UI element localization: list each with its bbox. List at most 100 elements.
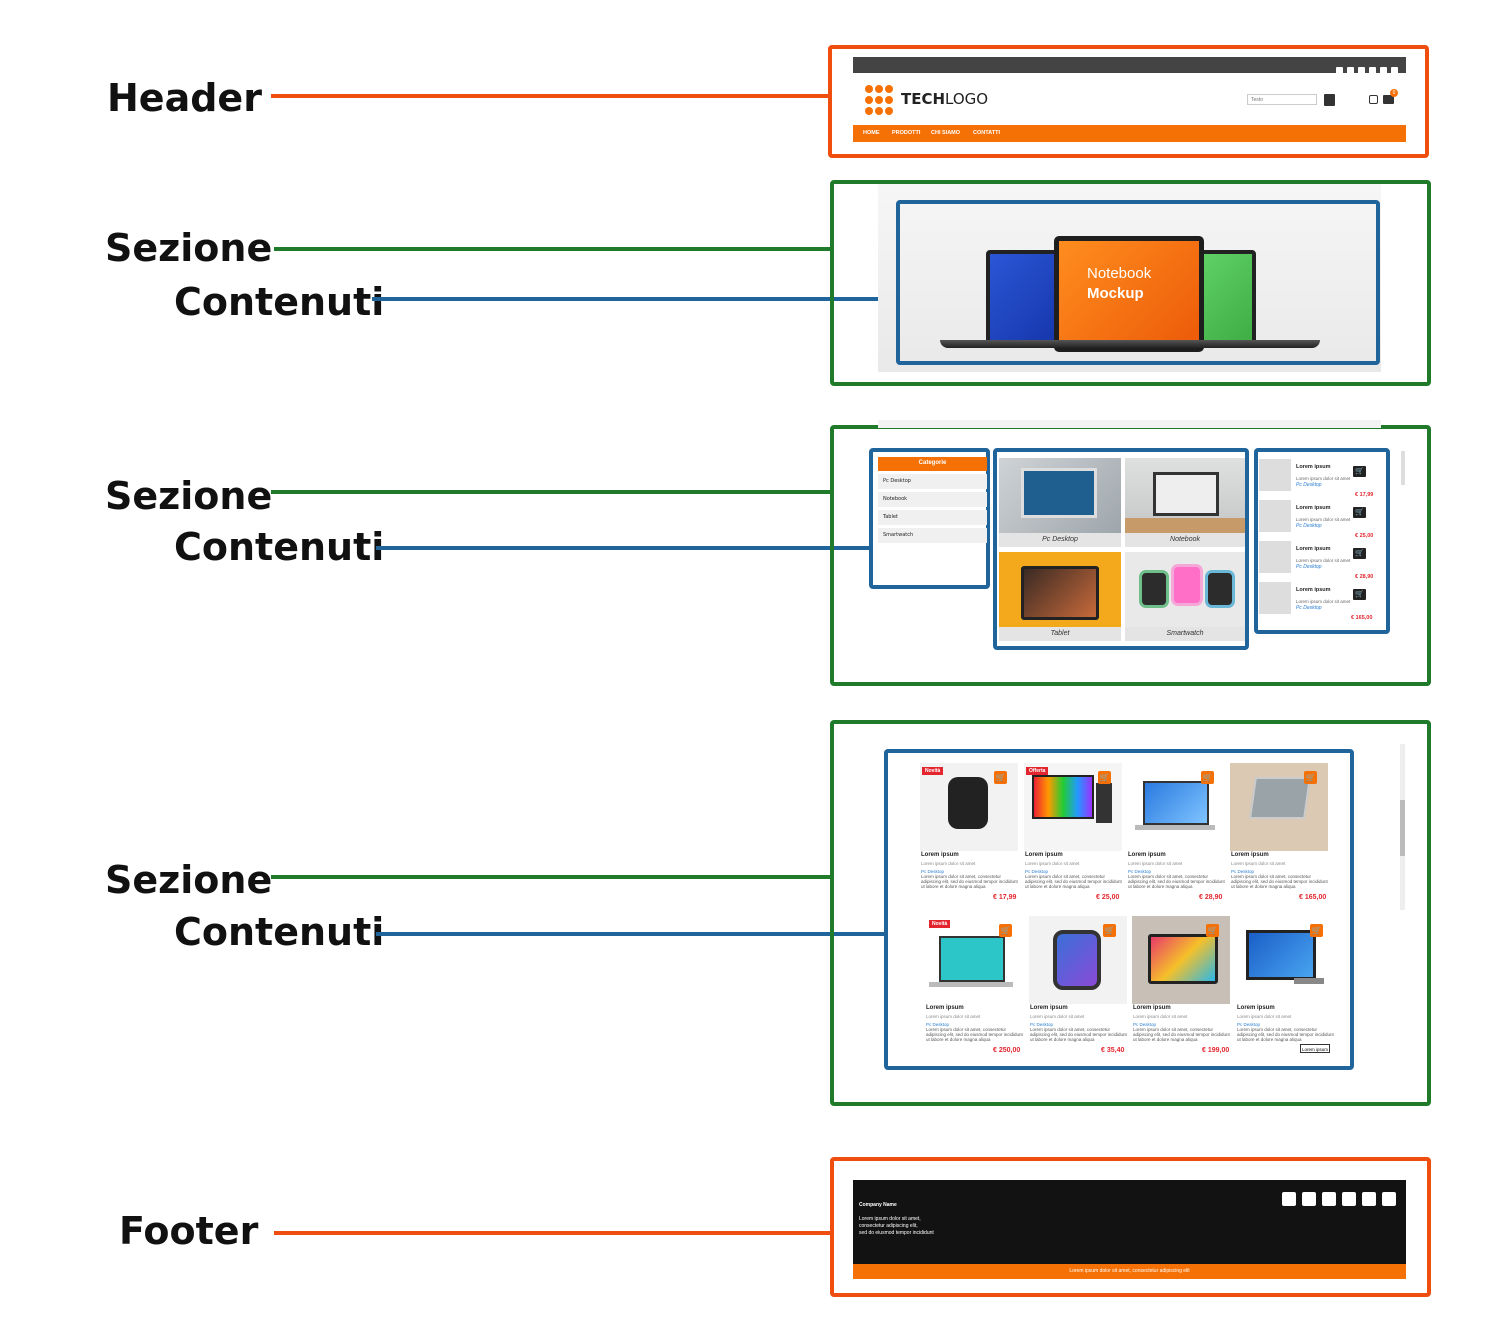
more-button[interactable]: Lorem ipsum [1300,1044,1330,1053]
product-price: € 199,00 [1202,1047,1230,1054]
laptop-center-screen: Notebook Mockup [1054,236,1204,352]
add-to-cart-icon[interactable]: 🛒 [1206,924,1219,937]
youtube-icon[interactable] [1342,1192,1356,1206]
linkedin-icon[interactable] [1358,67,1365,74]
tile-image [1125,458,1245,533]
tile-pc-desktop[interactable]: Pc Desktop [999,458,1121,547]
product-cat: Pc Desktop [1237,1022,1261,1027]
nav-contatti[interactable]: CONTATTI [973,130,1000,136]
twitter-icon[interactable] [1347,67,1354,74]
search-input[interactable] [1247,94,1317,105]
side-product[interactable]: Lorem ipsum Lorem ipsum dolor sit amet P… [1259,459,1384,499]
tower-shape [1096,783,1112,823]
product-name: Lorem ipsum [1237,1005,1275,1011]
connector-sezione-1 [274,247,832,251]
product-badge: Novità [929,920,951,928]
category-item-notebook[interactable]: Notebook [878,492,987,507]
add-to-cart-icon[interactable]: 🛒 [1310,924,1323,937]
laptop-base [1135,825,1215,830]
nav-home[interactable]: HOME [863,130,880,136]
side-product-price: € 28,90 [1355,574,1374,580]
side-product-name: Lorem ipsum [1296,464,1331,470]
add-to-cart-icon[interactable]: 🛒 [999,924,1012,937]
mail-icon[interactable] [1391,67,1398,74]
label-sezione-1: Sezione [105,226,273,270]
add-to-cart-icon[interactable]: 🛒 [1201,771,1214,784]
side-product[interactable]: Lorem ipsum Lorem ipsum dolor sit amet P… [1259,582,1384,622]
scrollbar-3-thumb[interactable] [1400,800,1405,856]
logo-icon[interactable] [864,84,898,116]
product-card[interactable]: 🛒 Lorem ipsum Lorem ipsum dolor sit amet… [1230,763,1328,903]
search-icon[interactable] [1324,94,1335,106]
tile-tablet[interactable]: Tablet [999,552,1121,641]
product-image [1029,916,1127,1004]
side-product[interactable]: Lorem ipsum Lorem ipsum dolor sit amet P… [1259,541,1384,581]
product-sub: Lorem ipsum dolor sit amet [1133,1014,1188,1019]
facebook-icon[interactable] [1282,1192,1296,1206]
content-1-frame [896,200,1380,365]
product-badge: Novità [922,767,944,775]
side-product-desc: Lorem ipsum dolor sit amet [1296,476,1351,481]
category-item-smartwatch[interactable]: Smartwatch [878,528,987,543]
product-desc: Lorem ipsum dolor sit amet, consectetur … [1231,874,1328,889]
footer-bottom-text: Lorem ipsum dolor sit amet, consectetur … [1069,1268,1190,1274]
tile-smartwatch[interactable]: Smartwatch [1125,552,1245,641]
category-item-tablet[interactable]: Tablet [878,510,987,525]
label-contenuti-1: Contenuti [174,280,385,324]
product-card[interactable]: Offerta 🛒 Lorem ipsum Lorem ipsum dolor … [1024,763,1122,903]
product-cat: Pc Desktop [1133,1022,1157,1027]
product-card[interactable]: 🛒 Lorem ipsum Lorem ipsum dolor sit amet… [1132,916,1230,1056]
product-name: Lorem ipsum [921,852,959,858]
add-to-cart-icon[interactable]: 🛒 [1353,507,1366,518]
add-to-cart-icon[interactable]: 🛒 [1098,771,1111,784]
add-to-cart-icon[interactable]: 🛒 [1103,924,1116,937]
logo-text[interactable]: TECHLOGO [901,90,988,108]
scrollbar-2[interactable] [1401,451,1405,485]
phone-icon[interactable] [1380,67,1387,74]
product-card[interactable]: 🛒 Lorem ipsum Lorem ipsum dolor sit amet… [1127,763,1225,903]
tile-notebook[interactable]: Notebook [1125,458,1245,547]
product-cat: Pc Desktop [1025,869,1049,874]
side-product-name: Lorem ipsum [1296,587,1331,593]
scrollbar-3-track[interactable] [1400,744,1405,910]
product-image [1127,763,1225,851]
cart-icon[interactable] [1383,95,1394,104]
header-topbar [853,57,1406,74]
product-name: Lorem ipsum [1030,1005,1068,1011]
product-price: € 165,00 [1299,894,1327,901]
twitter-icon[interactable] [1302,1192,1316,1206]
add-to-cart-icon[interactable]: 🛒 [994,771,1007,784]
product-card[interactable]: 🛒 Lorem ipsum Lorem ipsum dolor sit amet… [1236,916,1334,1056]
nav-chi-siamo[interactable]: CHI SIAMO [931,130,961,136]
tablet-shape [1148,934,1218,984]
add-to-cart-icon[interactable]: 🛒 [1304,771,1317,784]
product-desc: Lorem ipsum dolor sit amet, consectetur … [921,874,1018,889]
whatsapp-icon[interactable] [1322,1192,1336,1206]
instagram-icon[interactable] [1369,67,1376,74]
label-footer: Footer [119,1209,259,1253]
laptop-shape [1143,781,1209,825]
category-item-pc-desktop[interactable]: Pc Desktop [878,474,987,489]
laptop-shape [1249,777,1311,819]
tablet-shape [1021,566,1099,620]
product-sub: Lorem ipsum dolor sit amet [1030,1014,1085,1019]
watch-shape [1139,570,1169,608]
product-card[interactable]: Novità 🛒 Lorem ipsum Lorem ipsum dolor s… [920,763,1018,903]
product-card[interactable]: Novità 🛒 Lorem ipsum Lorem ipsum dolor s… [925,916,1023,1056]
nav-prodotti[interactable]: PRODOTTI [892,130,921,136]
linkedin-icon[interactable] [1362,1192,1376,1206]
side-product-cat: Pc Desktop [1296,605,1322,611]
product-sub: Lorem ipsum dolor sit amet [1025,861,1080,866]
add-to-cart-icon[interactable]: 🛒 [1353,589,1366,600]
product-price: € 25,00 [1096,894,1120,901]
product-card[interactable]: 🛒 Lorem ipsum Lorem ipsum dolor sit amet… [1029,916,1127,1056]
add-to-cart-icon[interactable]: 🛒 [1353,548,1366,559]
add-to-cart-icon[interactable]: 🛒 [1353,466,1366,477]
lock-icon[interactable] [1369,95,1378,104]
instagram-icon[interactable] [1382,1192,1396,1206]
side-product[interactable]: Lorem ipsum Lorem ipsum dolor sit amet P… [1259,500,1384,540]
monitor-shape [1032,775,1094,819]
laptop-base [940,340,1320,348]
section-1-frame [830,180,1431,386]
facebook-icon[interactable] [1336,67,1343,74]
